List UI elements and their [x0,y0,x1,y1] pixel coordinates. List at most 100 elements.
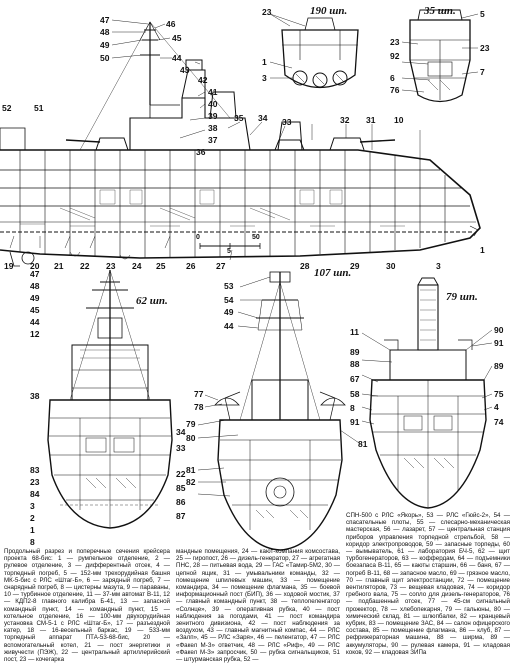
callout: 6 [390,73,395,83]
callout: 27 [216,261,226,271]
callout: 1 [262,57,267,67]
callout: 26 [186,261,196,271]
callout: 32 [340,115,350,125]
callout: 24 [132,261,142,271]
callout: 91 [494,338,504,348]
callout: 90 [494,325,504,335]
callout: 79 [186,419,196,429]
legend-text: Продольный разрез и поперечные сечения к… [4,548,170,663]
cross-section-107 [197,271,363,551]
callout: 34 [258,113,268,123]
legend-caption-left: Продольный разрез и поперечные сечения к… [4,548,170,663]
callout: 89 [494,361,504,371]
callout: 48 [30,281,40,291]
callout: 49 [224,307,234,317]
legend-text: СПН-500 с РЛС «Якорь», 53 — РЛС «Гюйс-2»… [346,512,510,656]
callout: 67 [350,374,360,384]
callout: 33 [176,443,186,453]
callout: 75 [494,389,504,399]
scale-bar [199,243,261,249]
section-label-107: 107 шп. [314,267,352,279]
callout: 39 [208,111,218,121]
callout: 52 [2,103,12,113]
callout: 12 [30,329,40,339]
callout: 33 [282,117,292,127]
callout: 77 [194,389,204,399]
callout: 80 [186,433,196,443]
callout: 5 [480,9,485,19]
callout: 34 [176,427,186,437]
callout: 47 [30,269,40,279]
callout: 25 [156,261,166,271]
callout: 23 [480,43,490,53]
callout: 44 [30,317,40,327]
callout: 35 [234,113,244,123]
callout: 45 [30,305,40,315]
callout: 37 [208,135,218,145]
legend-caption-middle: мандные помещения, 24 — кают-компания ко… [176,548,340,663]
callout: 8 [350,403,355,413]
ship-line-drawing [0,9,493,551]
callout: 2 [30,513,35,523]
cross-section-190 [269,13,359,88]
callout: 84 [30,489,40,499]
callout: 38 [30,391,40,401]
callout: 54 [224,295,234,305]
cross-section-35 [401,9,479,103]
legend-text: мандные помещения, 24 — кают-компания ко… [176,548,340,663]
callout: 92 [390,51,400,61]
callout: 1 [480,245,485,255]
callout: 28 [300,261,310,271]
callout: 23 [30,477,40,487]
section-label-190: 190 шп. [310,5,348,17]
callout: 48 [100,27,110,37]
callout: 22 [176,469,186,479]
callout: 1 [30,525,35,535]
section-label-62: 62 шп. [136,295,168,307]
section-label-35: 35 шп. [424,5,456,17]
callout: 4 [494,402,499,412]
callout: 51 [34,103,44,113]
callout: 58 [350,389,360,399]
longitudinal-section [0,19,481,267]
callout: 23 [390,37,400,47]
callout: 10 [394,115,404,125]
callout: 50 [100,53,110,63]
callout: 19 [4,261,14,271]
callout: 30 [386,261,396,271]
callout: 3 [262,73,267,83]
cross-section-79 [361,277,493,509]
callout: 45 [172,33,182,43]
scale-five: 5 [227,248,231,255]
callout: 3 [30,501,35,511]
callout: 91 [350,417,360,427]
callout: 78 [194,402,204,412]
callout: 38 [208,123,218,133]
callout: 85 [176,483,186,493]
callout: 42 [198,75,208,85]
callout: 82 [186,477,196,487]
callout: 22 [80,261,90,271]
callout: 36 [196,147,206,157]
cross-section-62 [47,269,173,529]
callout: 20 [30,261,40,271]
callout: 74 [494,417,504,427]
callout: 40 [208,99,218,109]
callout: 46 [166,19,176,29]
callout: 49 [100,40,110,50]
callout: 7 [480,67,485,77]
callout: 83 [30,465,40,475]
callout: 41 [208,87,218,97]
callout: 43 [180,65,190,75]
callout: 86 [176,497,186,507]
callout: 11 [350,327,359,337]
callout: 3 [436,261,441,271]
callout: 23 [262,7,272,17]
legend-caption-right: СПН-500 с РЛС «Якорь», 53 — РЛС «Гюйс-2»… [346,512,510,656]
callout: 89 [350,347,360,357]
callout: 47 [100,15,110,25]
callout: 76 [390,85,400,95]
callout: 44 [172,53,182,63]
callout: 87 [176,511,186,521]
callout: 23 [106,261,116,271]
